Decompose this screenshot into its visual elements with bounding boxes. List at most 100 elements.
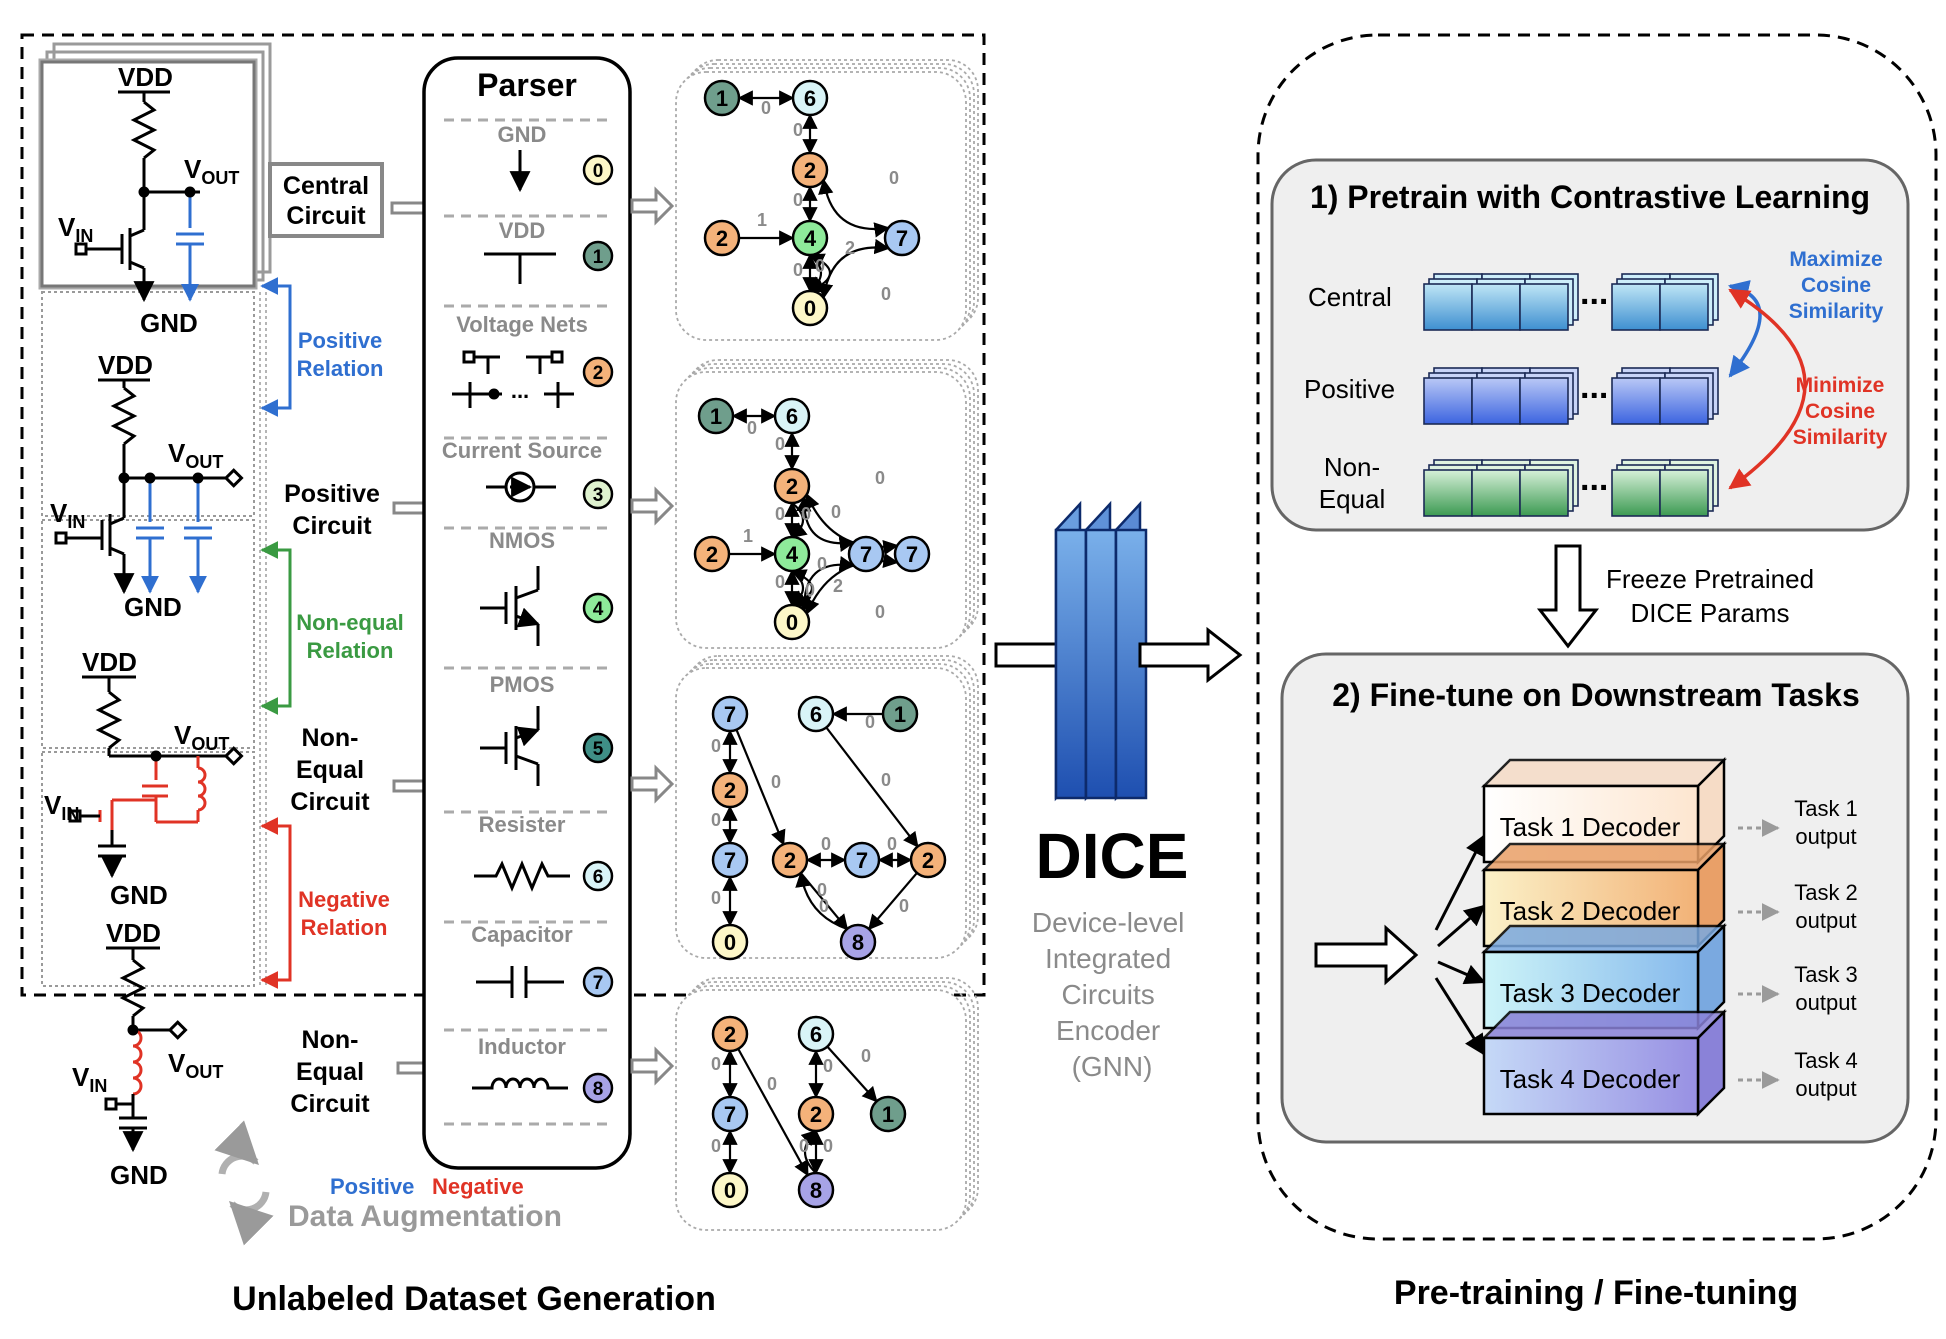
voltage-net-icon (452, 350, 574, 408)
embedding-cell (1471, 283, 1521, 331)
inductor-icon (472, 1077, 568, 1090)
graph-edge (825, 726, 919, 848)
parser-item-id: 5 (593, 739, 604, 760)
vin-label: VIN (50, 498, 85, 532)
graph-edge-label: 0 (775, 572, 785, 592)
graph-edge (795, 871, 848, 930)
parser-item-label: Resister (479, 812, 566, 837)
graph-node-label: 2 (804, 158, 816, 183)
graph-node (697, 397, 735, 435)
graph-edge-label: 0 (767, 1074, 777, 1094)
finetune-input-arrow (1314, 924, 1419, 986)
graph-node (773, 535, 811, 573)
gnd-label: GND (110, 1160, 168, 1190)
graph-edge-label: 0 (889, 168, 899, 188)
graph-node-label: 7 (896, 226, 908, 251)
graph-node (703, 79, 741, 117)
graph-node-label: 1 (894, 702, 906, 727)
graph-edge (805, 492, 899, 556)
vin-label: VIN (58, 212, 93, 246)
parser-output-arrow (630, 186, 675, 226)
graph-node (843, 841, 881, 879)
voltage-net-ellipsis: ... (511, 378, 529, 403)
graph-edge-label: 0 (711, 888, 721, 908)
parser-item-id: 3 (593, 485, 604, 506)
parser-item-id: 8 (593, 1079, 604, 1100)
positive-circuit (54, 378, 244, 595)
graph-node (883, 219, 921, 257)
parser-output-arrow (630, 1046, 675, 1086)
parser-icons (452, 150, 574, 1090)
nonequal-circuit-1-labels: VDD VOUT VIN GND (44, 647, 229, 910)
positive-ellipsis: ... (1580, 368, 1608, 406)
graph-node-label: 2 (786, 474, 798, 499)
graph-edge-label: 0 (887, 834, 897, 854)
embedding-cell (1471, 469, 1521, 517)
graph-node-label: 7 (856, 848, 868, 873)
graph-node-label: 6 (810, 702, 822, 727)
vdd-symbol-icon (484, 252, 556, 284)
nonequal-row-label: Non-Equal (1319, 452, 1386, 514)
graph-node (791, 151, 829, 189)
graph-node-label: 6 (804, 86, 816, 111)
graph-node (711, 1095, 749, 1133)
vin-label: VIN (44, 790, 79, 824)
central-circuit-label-box (268, 162, 384, 238)
decoder-fan-arrows (1434, 834, 1486, 1056)
parser-item-badge (582, 478, 614, 510)
nmos-icon (480, 566, 540, 646)
graph-node-label: 0 (804, 296, 816, 321)
graph-edge-label: 0 (831, 502, 841, 522)
graph-node (797, 1015, 835, 1053)
graph-node (773, 397, 811, 435)
graph-edge-label: 2 (833, 576, 843, 596)
decoder-label: Task 4 Decoder (1500, 1064, 1681, 1094)
graph-node (711, 1015, 749, 1053)
right-caption: Pre-training / Fine-tuning (1394, 1274, 1798, 1312)
data-augmentation: Positive Negative Data Augmentation (214, 1120, 562, 1246)
graph-edge-label: 0 (793, 190, 803, 210)
positive-circuit-frame (41, 291, 255, 987)
graph-node-label: 8 (810, 1178, 822, 1203)
graph-edge (790, 502, 808, 538)
central-ellipsis: ... (1580, 274, 1608, 312)
parser-item-badge (582, 860, 614, 892)
embedding-cell (1659, 283, 1709, 331)
graph-edge-label: 0 (793, 260, 803, 280)
parser-to-graph-arrows (630, 186, 675, 1086)
graph-edge-label: 0 (711, 736, 721, 756)
graph-node-label: 4 (804, 226, 817, 251)
graph-node (893, 535, 931, 573)
encoder-to-dice-arrow (994, 642, 1060, 668)
parser-item-badge (582, 732, 614, 764)
graph-edge-label: 0 (819, 896, 829, 916)
graph-edge-label: 0 (711, 1136, 721, 1156)
embedding-ellipses: ... ... ... (1580, 274, 1608, 498)
graph-node-label: 1 (716, 86, 728, 111)
vdd-label: VDD (98, 350, 153, 380)
pretrain-box: 1) Pretrain with Contrastive Learning Ce… (1270, 158, 1910, 532)
graph-node-label: 1 (710, 404, 722, 429)
graph-edge-label: 0 (899, 896, 909, 916)
parser-item-label: PMOS (490, 672, 555, 697)
parser-item-label: VDD (499, 218, 545, 243)
graph-node (711, 923, 749, 961)
embedding-cell (1611, 469, 1661, 517)
embedding-cell (1611, 377, 1661, 425)
vout-label: VOUT (168, 438, 223, 472)
decoder-label: Task 2 Decoder (1500, 896, 1681, 926)
parser-item-badge (582, 154, 614, 186)
graph-node (881, 695, 919, 733)
parser-item-badge (582, 240, 614, 272)
graph-node-label: 7 (906, 542, 918, 567)
parser-item-id: 6 (593, 867, 604, 888)
graph-node (693, 535, 731, 573)
gnd-label: GND (124, 592, 182, 622)
left-caption: Unlabeled Dataset Generation (232, 1280, 716, 1318)
